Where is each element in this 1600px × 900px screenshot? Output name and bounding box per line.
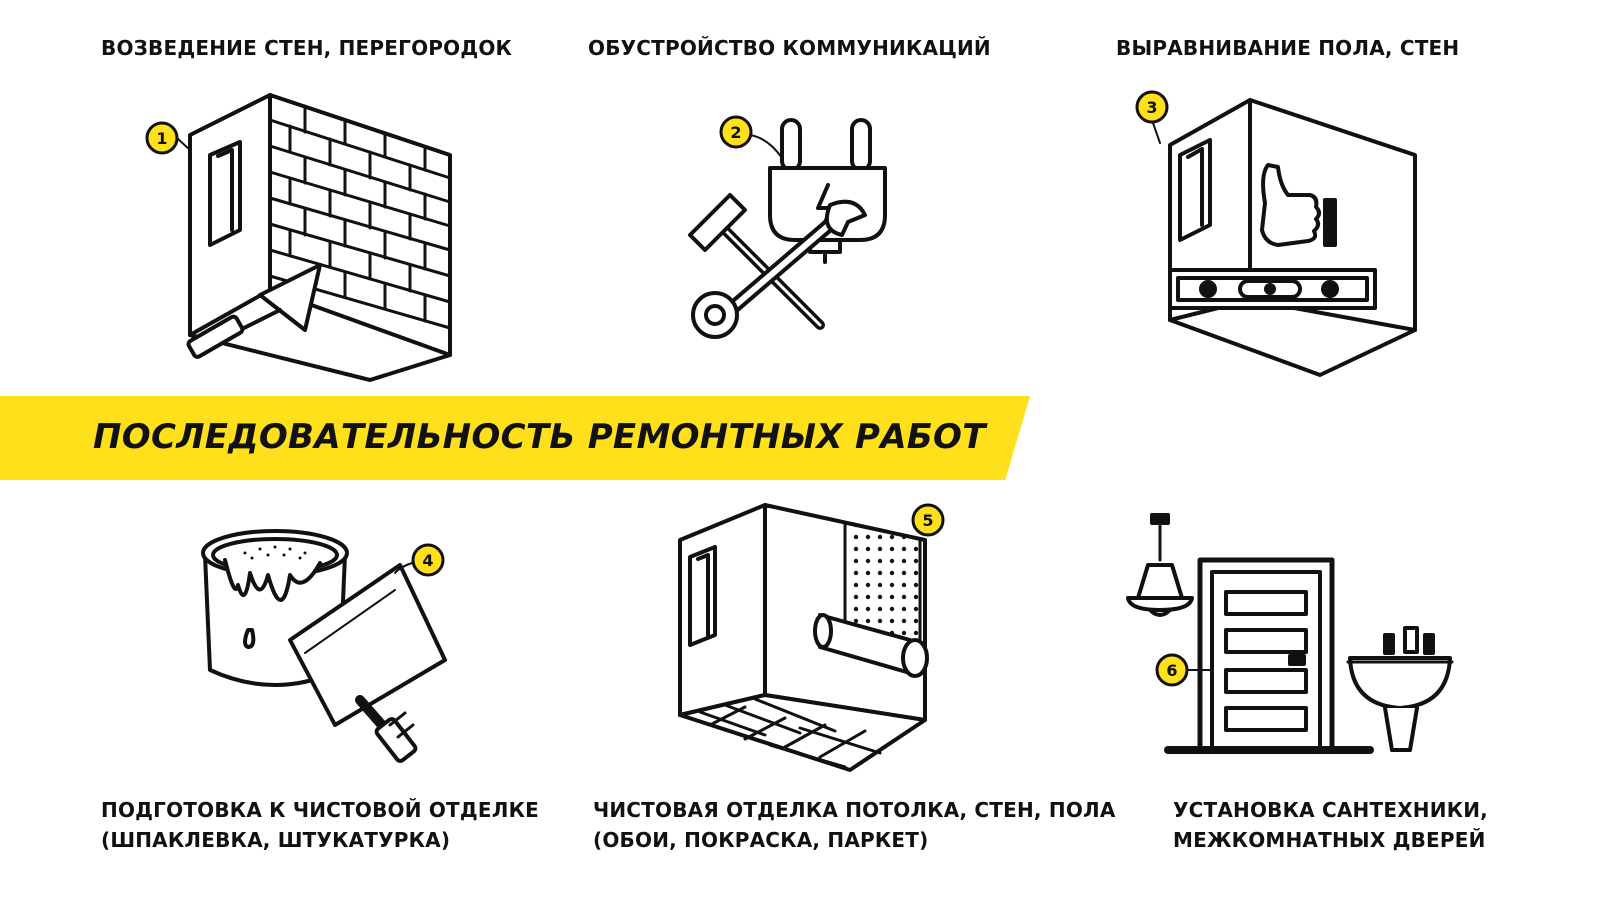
step-6-caption: УСТАНОВКА САНТЕХНИКИ, МЕЖКОМНАТНЫХ ДВЕРЕ… <box>1173 795 1488 855</box>
step-4-number: 4 <box>422 551 433 570</box>
step-4-number-badge: 4 <box>411 543 445 577</box>
door-lamp-sink-icon: 6 <box>1126 513 1454 754</box>
step-3-number: 3 <box>1146 98 1157 117</box>
step-5-number: 5 <box>922 511 933 530</box>
step-1-number: 1 <box>156 129 167 148</box>
step-6-caption-line-1: УСТАНОВКА САНТЕХНИКИ, <box>1173 798 1488 822</box>
step-6-caption-line-2: МЕЖКОМНАТНЫХ ДВЕРЕЙ <box>1173 828 1486 852</box>
step-3-caption-line-1: ВЫРАВНИВАНИЕ ПОЛА, СТЕН <box>1116 36 1460 60</box>
plug-hammer-wrench-icon: 2 <box>688 115 887 339</box>
step-1-caption: ВОЗВЕДЕНИЕ СТЕН, ПЕРЕГОРОДОК <box>101 33 512 63</box>
room-wallpaper-parquet-icon: 5 <box>678 503 945 772</box>
step-1-number-badge: 1 <box>145 121 179 155</box>
step-5-number-badge: 5 <box>911 503 945 537</box>
step-3-caption: ВЫРАВНИВАНИЕ ПОЛА, СТЕН <box>1116 33 1459 63</box>
page-title: ПОСЛЕДОВАТЕЛЬНОСТЬ РЕМОНТНЫХ РАБОТ <box>93 417 986 457</box>
step-2-number: 2 <box>730 123 741 142</box>
step-5-caption: ЧИСТОВАЯ ОТДЕЛКА ПОТОЛКА, СТЕН, ПОЛА (ОБ… <box>593 795 1116 855</box>
step-1-caption-line-1: ВОЗВЕДЕНИЕ СТЕН, ПЕРЕГОРОДОК <box>101 36 513 60</box>
step-2-caption: ОБУСТРОЙСТВО КОММУНИКАЦИЙ <box>588 33 991 63</box>
step-6-number-badge: 6 <box>1155 653 1189 687</box>
step-5-caption-line-1: ЧИСТОВАЯ ОТДЕЛКА ПОТОЛКА, СТЕН, ПОЛА <box>593 798 1116 822</box>
step-2-caption-line-1: ОБУСТРОЙСТВО КОММУНИКАЦИЙ <box>588 36 991 60</box>
title-banner-fill <box>0 396 1030 480</box>
title-banner: ПОСЛЕДОВАТЕЛЬНОСТЬ РЕМОНТНЫХ РАБОТ <box>0 396 1030 480</box>
step-6-number: 6 <box>1166 661 1177 680</box>
step-2-number-badge: 2 <box>719 115 753 149</box>
level-thumbs-up-icon: 3 <box>1135 90 1417 377</box>
brick-wall-trowel-icon: 1 <box>145 93 452 382</box>
step-4-caption-line-1: ПОДГОТОВКА К ЧИСТОВОЙ ОТДЕЛКЕ <box>101 798 539 822</box>
step-5-caption-line-2: (ОБОИ, ПОКРАСКА, ПАРКЕТ) <box>593 828 929 852</box>
step-4-caption: ПОДГОТОВКА К ЧИСТОВОЙ ОТДЕЛКЕ (ШПАКЛЕВКА… <box>101 795 539 855</box>
paint-bucket-spatula-icon: 4 <box>201 529 447 763</box>
step-3-number-badge: 3 <box>1135 90 1169 124</box>
step-4-caption-line-2: (ШПАКЛЕВКА, ШТУКАТУРКА) <box>101 828 451 852</box>
